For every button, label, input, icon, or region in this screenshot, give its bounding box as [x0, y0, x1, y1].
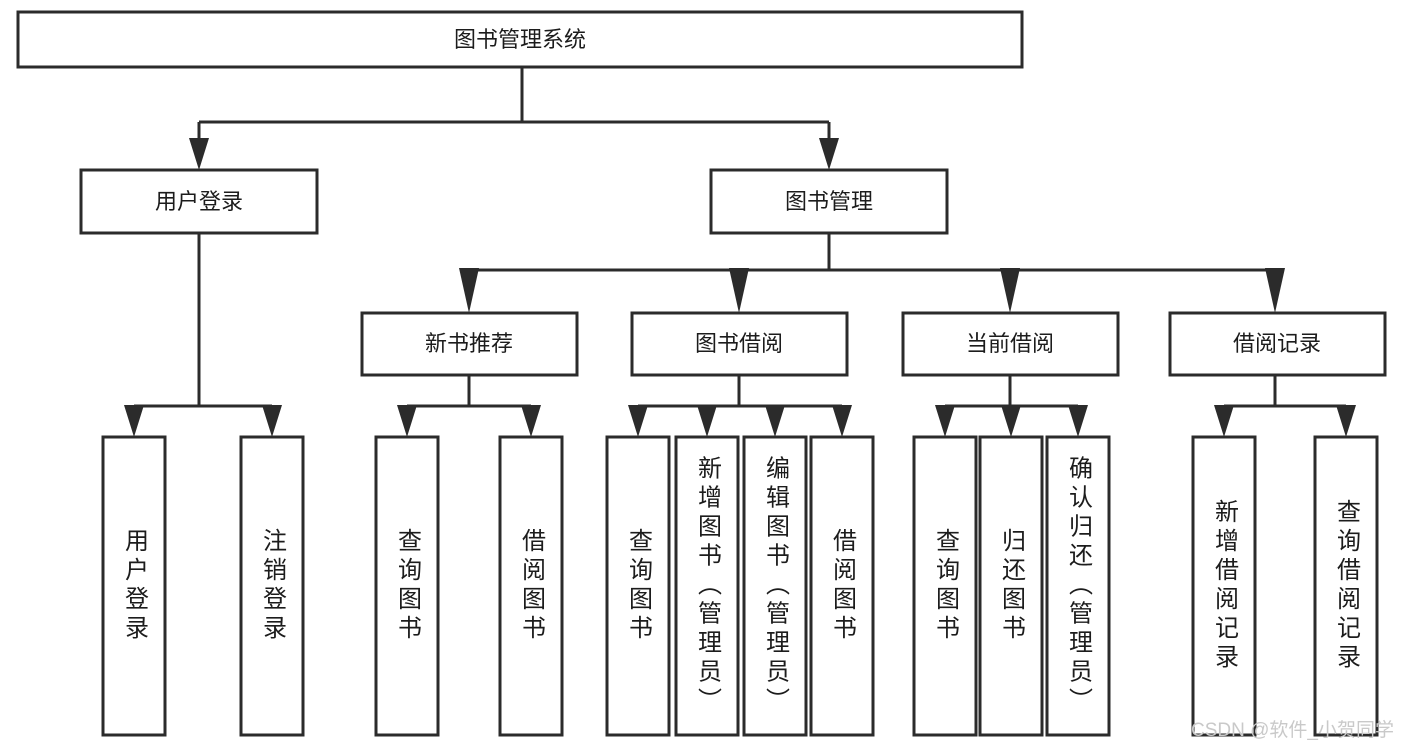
leaf-borrow-book-box[interactable]: [809, 435, 875, 737]
leaf-add-book-label: 新增图书（管理员）: [694, 456, 722, 717]
node-user-login-label: 用户登录: [155, 189, 243, 214]
node-new-book-recommend-box[interactable]: [360, 311, 579, 377]
node-root-box[interactable]: [16, 10, 1024, 69]
leaf-add-book-box[interactable]: [674, 435, 740, 737]
leaf-logout-box[interactable]: [239, 435, 305, 737]
node-current-borrow[interactable]: 当前借阅: [901, 311, 1120, 377]
node-user-login[interactable]: 用户登录: [79, 168, 319, 235]
arrow-to-user-login: [189, 138, 209, 170]
leaf-edit-book-box[interactable]: [742, 435, 808, 737]
leaf-query-book-current[interactable]: 查询图书: [912, 435, 978, 737]
arrow-to-book-borrow: [729, 268, 749, 313]
leaf-query-book-recommend[interactable]: 查询图书: [374, 435, 440, 737]
node-user-login-box[interactable]: [79, 168, 319, 235]
leaf-query-book-current-label: 查询图书: [932, 528, 960, 644]
leaf-return-book[interactable]: 归还图书: [978, 435, 1044, 737]
arrow-to-leaf-add-record: [1214, 405, 1234, 437]
arrow-to-leaf-user-login: [124, 405, 144, 437]
arrow-to-current-borrow: [1000, 268, 1020, 313]
leaf-return-book-label: 归还图书: [998, 528, 1026, 644]
leaf-query-book-recommend-box[interactable]: [374, 435, 440, 737]
arrow-to-new-book: [459, 268, 479, 313]
node-book-borrow-box[interactable]: [630, 311, 849, 377]
leaf-add-book[interactable]: 新增图书（管理员）: [674, 435, 740, 737]
leaf-return-book-box[interactable]: [978, 435, 1044, 737]
leaf-confirm-return-label: 确认归还（管理员）: [1065, 456, 1093, 717]
leaf-add-borrow-record-box[interactable]: [1191, 435, 1257, 737]
node-book-borrow-label: 图书借阅: [695, 331, 783, 356]
leaf-borrow-book-recommend[interactable]: 借阅图书: [498, 435, 564, 737]
leaf-logout-label: 注销登录: [259, 528, 287, 644]
arrow-to-leaf-query-record: [1336, 405, 1356, 437]
arrow-to-leaf-borrow-book-b: [832, 405, 852, 437]
node-book-manage-box[interactable]: [709, 168, 949, 235]
node-root-label: 图书管理系统: [454, 27, 586, 52]
csdn-watermark: CSDN @软件_小贺同学: [1191, 719, 1394, 741]
leaf-query-borrow-record[interactable]: 查询借阅记录: [1313, 435, 1379, 737]
node-current-borrow-label: 当前借阅: [966, 331, 1054, 356]
arrow-to-leaf-logout: [262, 405, 282, 437]
node-book-borrow[interactable]: 图书借阅: [630, 311, 849, 377]
node-new-book-recommend-label: 新书推荐: [425, 331, 513, 356]
arrow-to-leaf-query-book-b: [628, 405, 648, 437]
connector-layer: [124, 67, 1356, 437]
arrow-to-leaf-query-book-c: [935, 405, 955, 437]
leaf-user-login[interactable]: 用户登录: [101, 435, 167, 737]
arrow-to-leaf-add-book: [697, 405, 717, 437]
node-borrow-record[interactable]: 借阅记录: [1168, 311, 1387, 377]
arrow-to-book-manage: [819, 138, 839, 170]
leaf-query-book-current-box[interactable]: [912, 435, 978, 737]
leaf-query-borrow-record-label: 查询借阅记录: [1333, 499, 1361, 673]
node-new-book-recommend[interactable]: 新书推荐: [360, 311, 579, 377]
leaf-borrow-book-recommend-box[interactable]: [498, 435, 564, 737]
leaf-query-book-borrow-box[interactable]: [605, 435, 671, 737]
arrow-to-leaf-query-book-a: [397, 405, 417, 437]
leaf-query-book-borrow-label: 查询图书: [625, 528, 653, 644]
node-book-manage-label: 图书管理: [785, 189, 873, 214]
leaf-borrow-book-recommend-label: 借阅图书: [518, 528, 546, 644]
node-borrow-record-label: 借阅记录: [1233, 331, 1321, 356]
leaf-borrow-book-label: 借阅图书: [829, 528, 857, 644]
node-book-manage[interactable]: 图书管理: [709, 168, 949, 235]
arrow-to-leaf-borrow-book-a: [521, 405, 541, 437]
leaf-confirm-return[interactable]: 确认归还（管理员）: [1045, 435, 1111, 737]
leaf-edit-book-label: 编辑图书（管理员）: [762, 456, 790, 717]
arrow-to-leaf-edit-book: [765, 405, 785, 437]
leaf-edit-book[interactable]: 编辑图书（管理员）: [742, 435, 808, 737]
leaf-confirm-return-box[interactable]: [1045, 435, 1111, 737]
leaf-add-borrow-record[interactable]: 新增借阅记录: [1191, 435, 1257, 737]
leaf-add-borrow-record-label: 新增借阅记录: [1211, 499, 1239, 673]
node-current-borrow-box[interactable]: [901, 311, 1120, 377]
arrow-to-leaf-return-book: [1001, 405, 1021, 437]
leaf-query-borrow-record-box[interactable]: [1313, 435, 1379, 737]
leaf-logout[interactable]: 注销登录: [239, 435, 305, 737]
arrow-to-leaf-confirm-return: [1068, 405, 1088, 437]
leaf-user-login-label: 用户登录: [121, 528, 149, 644]
leaf-borrow-book[interactable]: 借阅图书: [809, 435, 875, 737]
node-borrow-record-box[interactable]: [1168, 311, 1387, 377]
arrow-to-borrow-record: [1265, 268, 1285, 313]
node-root[interactable]: 图书管理系统: [16, 10, 1024, 69]
leaf-user-login-box[interactable]: [101, 435, 167, 737]
leaf-query-book-recommend-label: 查询图书: [394, 528, 422, 644]
leaf-query-book-borrow[interactable]: 查询图书: [605, 435, 671, 737]
